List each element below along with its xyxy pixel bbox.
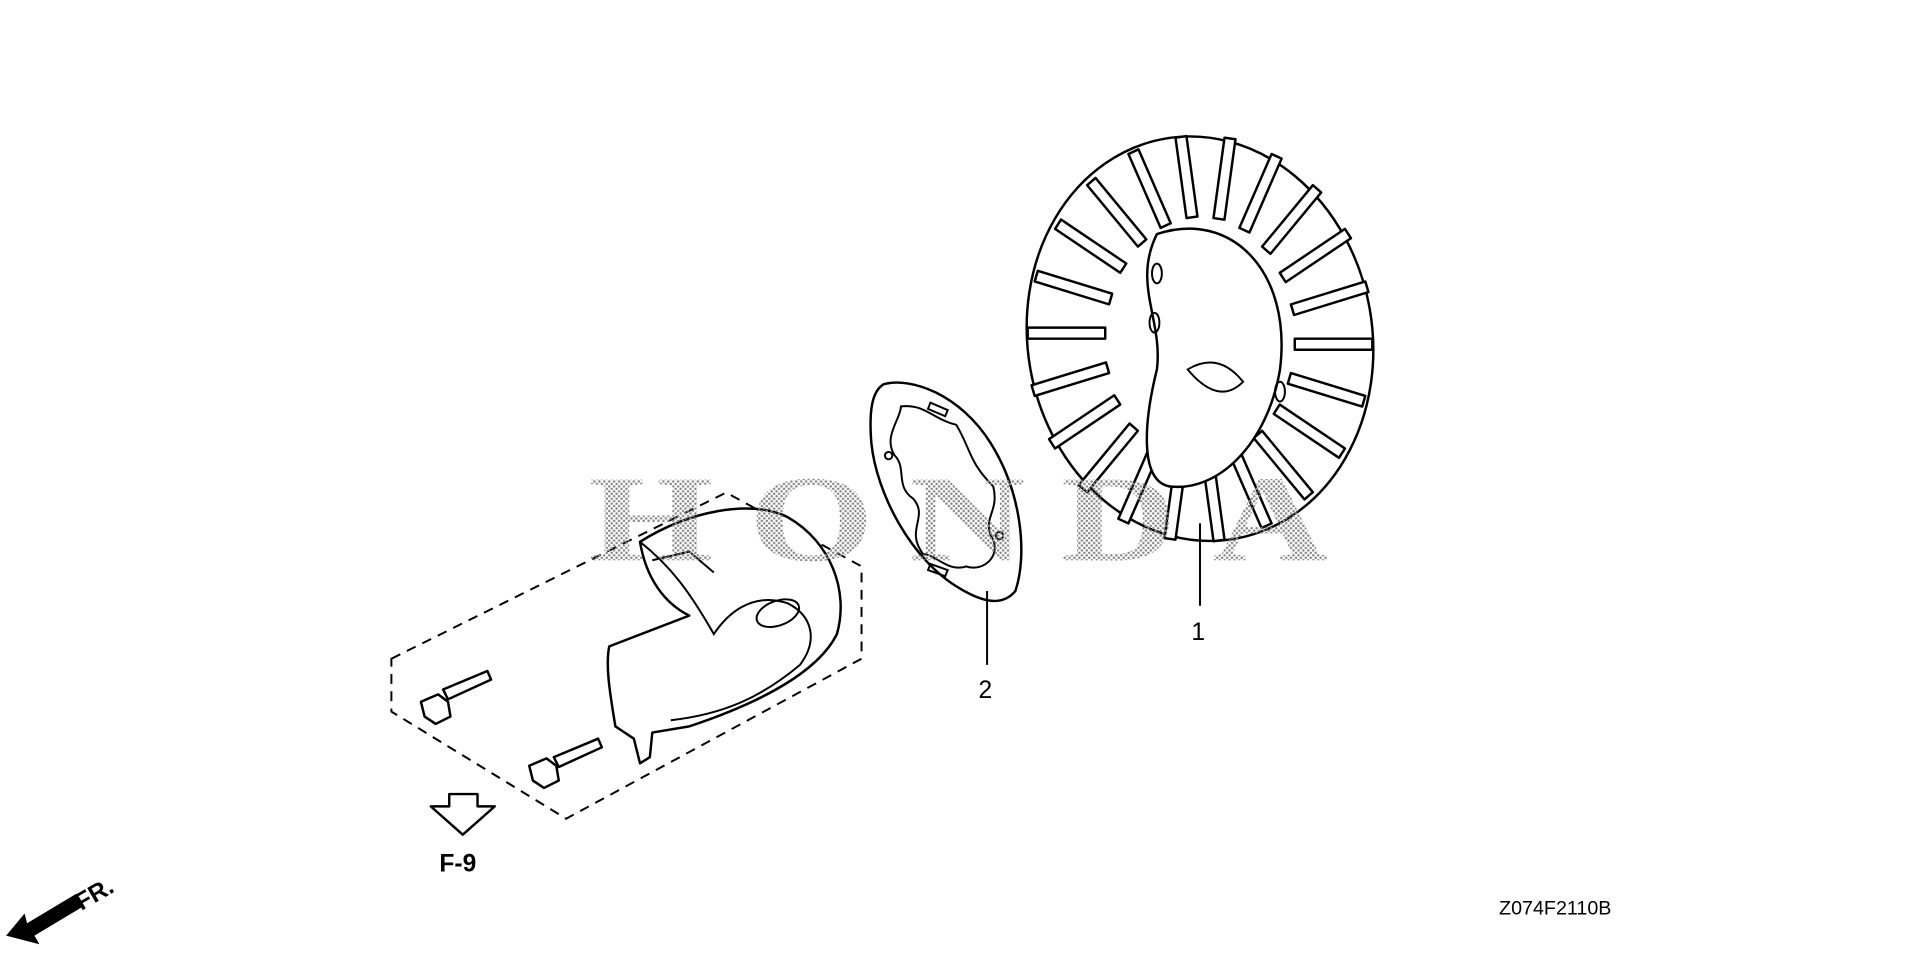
fan-fin [1278,227,1353,284]
front-direction-indicator: FR. [6,873,119,945]
plate-part[interactable] [869,381,1023,603]
bolt[interactable] [528,737,604,790]
part-number-1[interactable]: 1 [1191,619,1205,646]
fan-fin [1127,148,1172,230]
fan-fin [1272,403,1347,460]
fan-fin [1289,280,1370,317]
fan-part[interactable] [995,109,1405,569]
fan-fin [1053,218,1128,275]
honda-watermark: HONDA [588,450,1363,587]
fan-fin [1293,337,1374,351]
fan-fin [1047,394,1122,450]
fan-fin [1033,269,1114,306]
reference-label[interactable]: F-9 [439,851,476,878]
fan-fin [1077,422,1140,494]
part-number-2[interactable]: 2 [978,677,992,704]
front-label: FR. [71,873,119,916]
fan-fin [1030,361,1111,398]
arrow-down-icon [429,792,496,836]
shroud-part[interactable] [606,507,842,765]
fan-fin [1085,176,1148,248]
fan-fin [1212,136,1237,221]
fan-fin [1286,371,1367,408]
front-arrow-icon [6,893,84,945]
fan-fin [1260,183,1323,256]
reference-arrow[interactable]: F-9 [429,792,496,878]
bolt[interactable] [419,669,493,726]
fan-fin [1174,134,1199,220]
fan-fin [1238,152,1283,234]
assembly-group-outline [390,491,863,820]
fan-fin [1026,326,1107,340]
diagram-code: Z074F2110B [1499,898,1611,920]
